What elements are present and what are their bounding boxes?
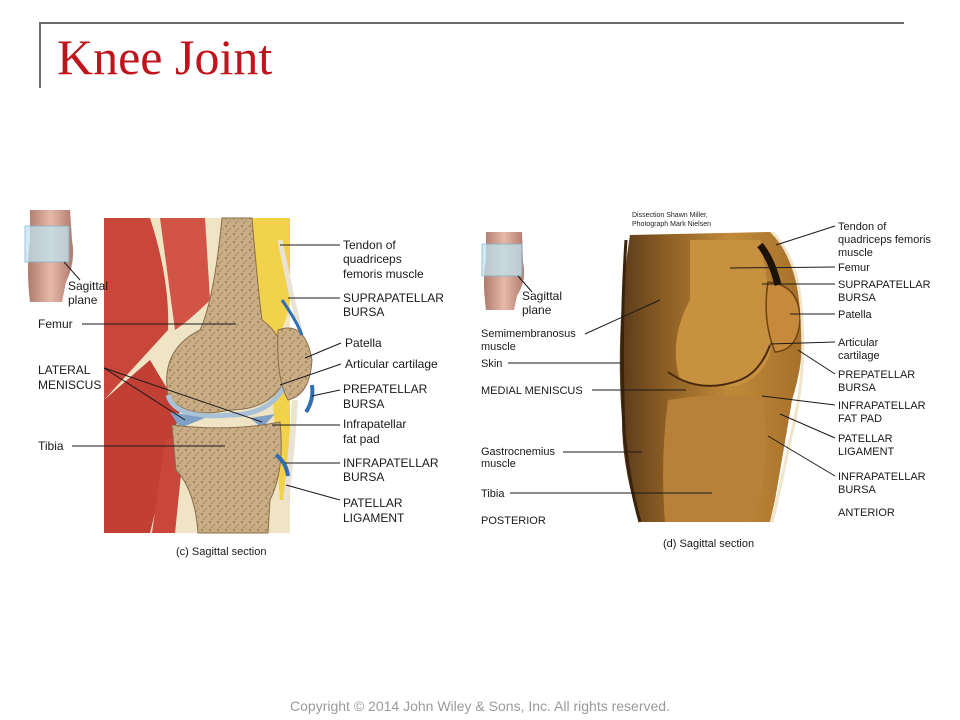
right-photograph bbox=[619, 230, 805, 523]
left-inset-leg bbox=[24, 210, 74, 302]
left-knee-drawing bbox=[104, 217, 315, 534]
label-infrapatellar-fat-pad: Infrapatellar fat pad bbox=[343, 417, 410, 446]
right-caption: (d) Sagittal section bbox=[663, 538, 754, 550]
slide-title: Knee Joint bbox=[57, 29, 273, 85]
left-caption: (c) Sagittal section bbox=[176, 546, 266, 558]
label-patellar-ligament: PATELLAR LIGAMENT bbox=[343, 496, 406, 525]
label-articular-cartilage: Articular cartilage bbox=[345, 357, 438, 371]
label-tibia-right: Tibia bbox=[481, 488, 505, 500]
right-inset-label: Sagittal plane bbox=[522, 289, 565, 317]
label-medial-meniscus: MEDIAL MENISCUS bbox=[481, 385, 583, 397]
label-prepatellar-bursa: PREPATELLAR BURSA bbox=[343, 382, 431, 411]
label-femur-right: Femur bbox=[838, 262, 870, 274]
label-patellar-ligament-right: PATELLAR LIGAMENT bbox=[838, 433, 896, 458]
label-anterior: ANTERIOR bbox=[838, 507, 895, 519]
label-tendon-quadriceps: Tendon of quadriceps femoris muscle bbox=[343, 238, 424, 281]
label-suprapatellar-right: SUPRAPATELLAR BURSA bbox=[838, 279, 934, 304]
label-posterior: POSTERIOR bbox=[481, 515, 546, 527]
label-lateral-meniscus: LATERAL MENISCUS bbox=[38, 363, 101, 392]
label-suprapatellar-bursa: SUPRAPATELLAR BURSA bbox=[343, 291, 447, 319]
left-illustration bbox=[24, 210, 315, 534]
label-prepatellar-right: PREPATELLAR BURSA bbox=[838, 369, 918, 394]
label-infrapatellar-bursa: INFRAPATELLAR BURSA bbox=[343, 456, 442, 484]
right-inset-leg bbox=[481, 232, 525, 310]
label-skin: Skin bbox=[481, 358, 502, 370]
label-gastrocnemius: Gastrocnemius muscle bbox=[481, 446, 558, 470]
left-inset-label: Sagittal plane bbox=[68, 279, 111, 307]
photo-credit: Dissection Shawn Miller, Photograph Mark… bbox=[632, 212, 711, 228]
label-infrapatellar-fat-pad-right: INFRAPATELLAR FAT PAD bbox=[838, 400, 929, 425]
label-semimembranosus: Semimembranosus muscle bbox=[481, 328, 579, 353]
label-infrapatellar-bursa-right: INFRAPATELLAR BURSA bbox=[838, 471, 929, 496]
copyright-notice: Copyright © 2014 John Wiley & Sons, Inc.… bbox=[290, 698, 670, 714]
label-patella-right: Patella bbox=[838, 309, 873, 321]
label-tendon-quadriceps-right: Tendon of quadriceps femoris muscle bbox=[838, 221, 934, 259]
left-rule bbox=[39, 22, 41, 88]
label-tibia: Tibia bbox=[38, 439, 64, 453]
right-labels: Dissection Shawn Miller, Photograph Mark… bbox=[481, 212, 934, 550]
label-articular-cartilage-right: Articular cartilage bbox=[838, 337, 881, 362]
label-patella: Patella bbox=[345, 336, 382, 350]
label-femur: Femur bbox=[38, 317, 73, 331]
left-labels: Sagittal plane Tendon of quadriceps femo… bbox=[38, 238, 447, 558]
top-rule bbox=[40, 22, 904, 24]
